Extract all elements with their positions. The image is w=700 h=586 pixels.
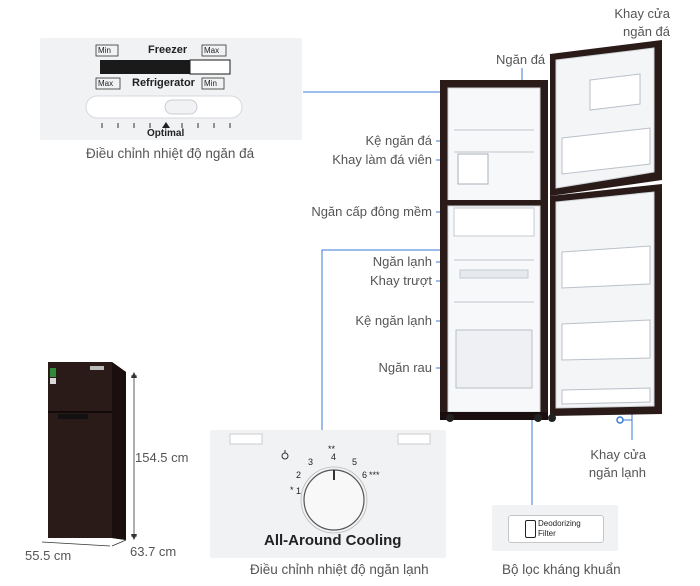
fridge-control-panel: 1 * 2 3 4 ** 5 6 *** All-Around Cooling	[210, 430, 446, 558]
filter-panel: Deodorizing Filter	[492, 505, 618, 551]
dimension-depth: 63.7 cm	[130, 544, 177, 559]
filter-caption: Bộ lọc kháng khuẩn	[502, 562, 621, 577]
refrigerator-label: Refrigerator	[132, 77, 195, 89]
dial-star-2: **	[328, 444, 336, 454]
refrigerator-max-label: Max	[98, 79, 114, 88]
dial-num-1: 1	[296, 486, 302, 496]
dial-num-6: 6	[362, 470, 368, 480]
dial-num-5: 5	[352, 457, 358, 467]
freezer-label: Freezer	[148, 44, 188, 56]
dial-num-3: 3	[308, 457, 314, 467]
fridge-dimension-graphic	[41, 362, 137, 547]
label-khay-cua-ngan-da-1: Khay cửa	[614, 6, 670, 21]
filter-cartridge	[508, 515, 604, 543]
optimal-label: Optimal	[147, 128, 185, 139]
dial-num-4: 4	[331, 452, 337, 462]
label-khay-lam-da-vien: Khay làm đá viên	[332, 152, 432, 167]
label-khay-cua-ngan-lanh-2: ngăn lạnh	[588, 465, 646, 480]
fridge-dial-graphic	[229, 433, 431, 534]
dial-num-2: 2	[296, 470, 302, 480]
label-khay-cua-ngan-lanh-1: Khay cửa	[590, 447, 646, 462]
freezer-control-caption: Điều chỉnh nhiệt độ ngăn đá	[86, 146, 255, 161]
refrigerator-min-label: Min	[204, 79, 217, 88]
label-ngan-rau: Ngăn rau	[378, 360, 432, 375]
filter-line2: Filter	[538, 529, 556, 538]
fridge-control-caption: Điều chỉnh nhiệt độ ngăn lạnh	[250, 562, 429, 577]
filter-line1: Deodorizing	[538, 519, 581, 528]
label-ngan-da: Ngăn đá	[496, 52, 546, 67]
label-ke-ngan-lanh: Kệ ngăn lạnh	[355, 313, 432, 328]
label-ke-ngan-da: Kệ ngăn đá	[365, 133, 432, 148]
freezer-control-panel: Min Freezer Max Max Refrigerator Min Opt…	[40, 38, 302, 140]
dial-star-1: *	[290, 485, 294, 495]
all-around-cooling-text: All-Around Cooling	[264, 532, 402, 549]
dial-star-3: ***	[369, 470, 380, 480]
label-ngan-cap-dong-mem: Ngăn cấp đông mềm	[311, 204, 432, 219]
label-khay-truot: Khay trượt	[369, 273, 432, 288]
dimension-width: 55.5 cm	[25, 548, 72, 563]
filter-icon	[525, 520, 536, 538]
fridge-open-graphic	[440, 40, 662, 422]
dimension-height: 154.5 cm	[135, 450, 189, 465]
label-khay-cua-ngan-da-2: ngăn đá	[623, 24, 670, 39]
freezer-max-label: Max	[204, 46, 220, 55]
freezer-control-graphic	[85, 44, 243, 128]
label-ngan-lanh: Ngăn lạnh	[372, 254, 432, 269]
freezer-min-label: Min	[98, 46, 111, 55]
